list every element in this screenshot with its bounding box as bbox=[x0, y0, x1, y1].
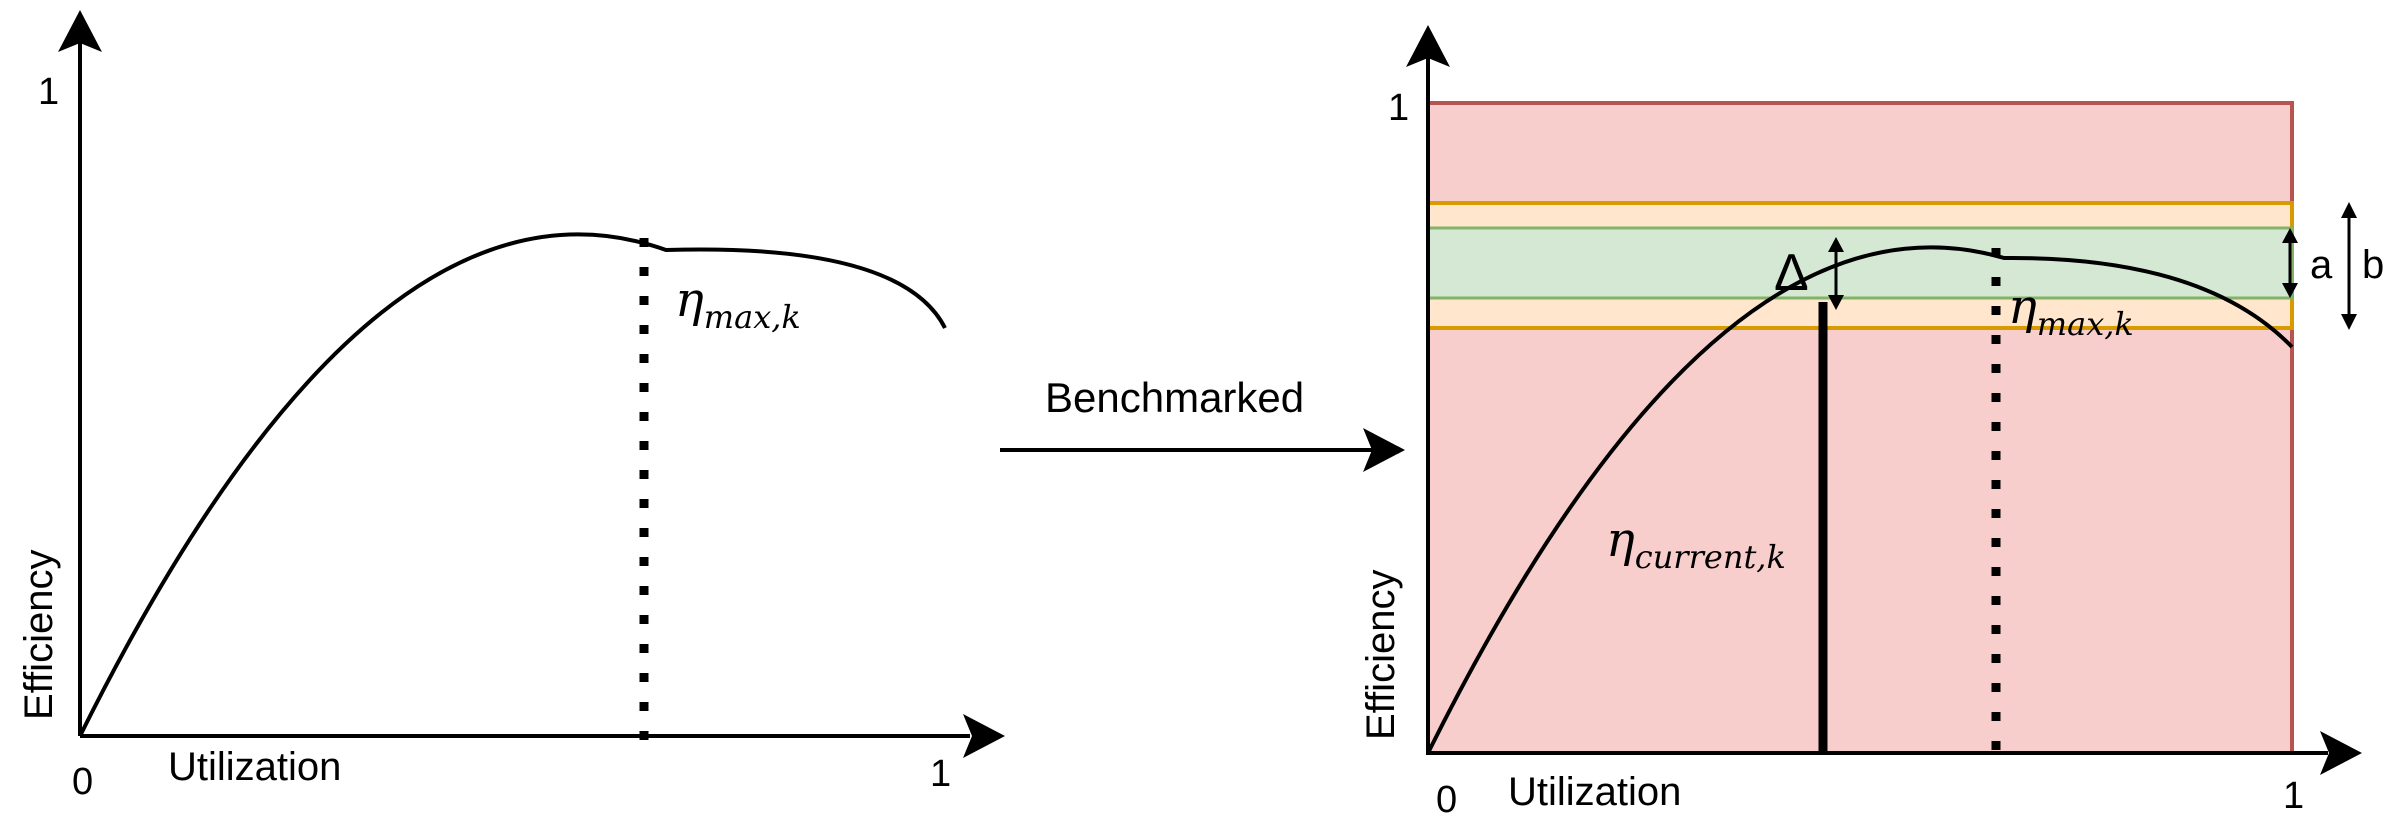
left-panel: 1 0 1 Utilization Efficiency ηmax,k bbox=[17, 10, 1005, 803]
band-a-label: a bbox=[2310, 243, 2333, 287]
green-band-a bbox=[1426, 226, 2294, 300]
right-x-tick-1: 1 bbox=[2283, 775, 2304, 816]
delta-arrow bbox=[1828, 237, 1844, 310]
eta-symbol: η bbox=[2008, 279, 2037, 335]
band-b-label: b bbox=[2362, 243, 2384, 287]
left-efficiency-curve bbox=[78, 232, 947, 737]
left-x-axis-arrowhead bbox=[963, 714, 1005, 758]
red-region bbox=[1426, 101, 2294, 755]
left-y-axis-arrowhead bbox=[58, 10, 102, 52]
left-eta-max-label: ηmax,k bbox=[675, 272, 801, 336]
eta-subscript: max,k bbox=[704, 298, 801, 336]
right-y-axis-arrowhead bbox=[1406, 25, 1450, 67]
eta-symbol: η bbox=[675, 272, 704, 328]
delta-label: Δ bbox=[1774, 244, 1809, 302]
right-eta-current-label: ηcurrent,k bbox=[1606, 512, 1786, 576]
right-y-tick-1: 1 bbox=[1388, 87, 1409, 129]
eta-symbol: η bbox=[1606, 512, 1635, 568]
right-efficiency-curve bbox=[1426, 245, 2294, 754]
left-y-axis-label: Efficiency bbox=[17, 550, 61, 720]
right-y-axis-label: Efficiency bbox=[1359, 570, 1403, 740]
right-x-axis-label: Utilization bbox=[1508, 770, 1681, 814]
benchmark-arrow-label: Benchmarked bbox=[1045, 374, 1304, 421]
right-panel: Δ a b 1 0 1 Utilization Efficiency ηmax,… bbox=[1359, 25, 2384, 816]
right-origin-label: 0 bbox=[1436, 779, 1457, 816]
benchmark-arrow: Benchmarked bbox=[1000, 374, 1405, 472]
left-x-axis-label: Utilization bbox=[168, 745, 341, 789]
left-y-tick-1: 1 bbox=[38, 71, 59, 113]
band-b-arrow bbox=[2341, 202, 2357, 330]
eta-subscript: max,k bbox=[2037, 305, 2134, 343]
right-eta-max-label: ηmax,k bbox=[2008, 279, 2134, 343]
benchmark-arrowhead bbox=[1363, 428, 1405, 472]
right-x-axis-arrowhead bbox=[2320, 731, 2362, 775]
band-a-arrow bbox=[2282, 228, 2298, 298]
left-origin-label: 0 bbox=[72, 761, 93, 803]
left-x-tick-1: 1 bbox=[930, 753, 951, 795]
eta-subscript: current,k bbox=[1635, 538, 1786, 576]
